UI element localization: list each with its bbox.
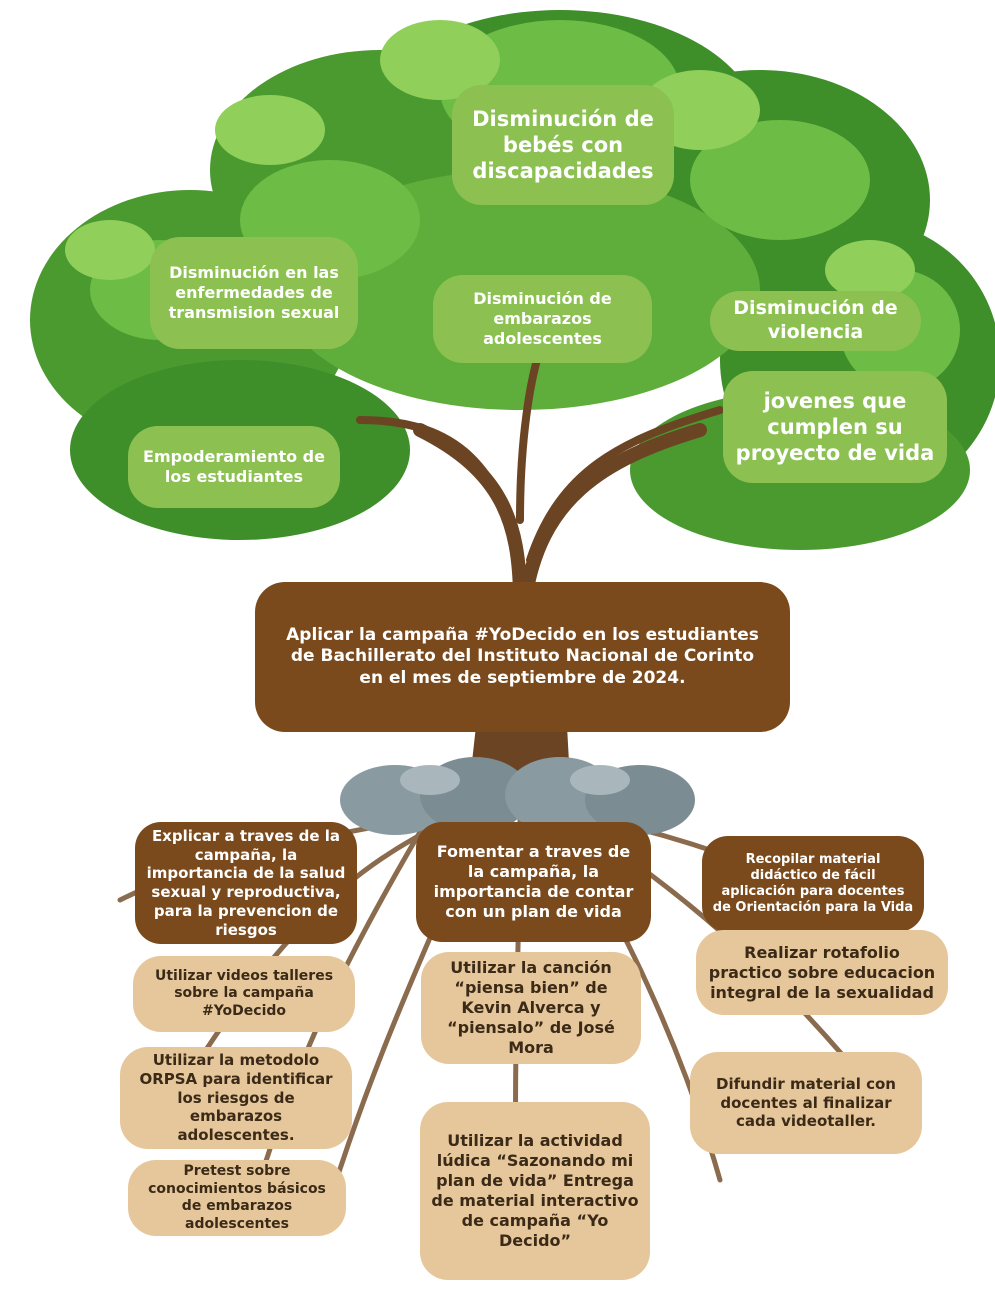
leaf-violencia: Disminución de violencia <box>710 291 921 351</box>
leaf-enfermedades-transmision: Disminución en las enfermedades de trans… <box>150 237 358 349</box>
activity-cancion: Utilizar la canción “piensa bien” de Kev… <box>421 952 641 1064</box>
activity-difundir-material: Difundir material con docentes al finali… <box>690 1052 922 1154</box>
leaf-embarazos-adolescentes: Disminución de embarazos adolescentes <box>433 275 652 363</box>
activity-pretest: Pretest sobre conocimientos básicos de e… <box>128 1160 346 1236</box>
root-objective-salud-sexual: Explicar a traves de la campaña, la impo… <box>135 822 357 944</box>
root-objective-material-didactico: Recopilar material didáctico de fácil ap… <box>702 836 924 932</box>
leaf-bebes-discapacidades: Disminución de bebés con discapacidades <box>452 85 674 205</box>
trunk-general-objective: Aplicar la campaña #YoDecido en los estu… <box>255 582 790 732</box>
leaf-empoderamiento: Empoderamiento de los estudiantes <box>128 426 340 508</box>
root-objective-plan-vida: Fomentar a traves de la campaña, la impo… <box>416 822 651 942</box>
activity-metodologia-orpsa: Utilizar la metodolo ORPSA para identifi… <box>120 1047 352 1149</box>
activity-sazonando-plan: Utilizar la actividad lúdica “Sazonando … <box>420 1102 650 1280</box>
activity-rotafolio: Realizar rotafolio practico sobre educac… <box>696 930 948 1015</box>
rocks <box>340 757 695 835</box>
leaf-proyecto-vida: jovenes que cumplen su proyecto de vida <box>723 371 947 483</box>
activity-videos-talleres: Utilizar videos talleres sobre la campañ… <box>133 956 355 1032</box>
branches <box>356 346 724 607</box>
